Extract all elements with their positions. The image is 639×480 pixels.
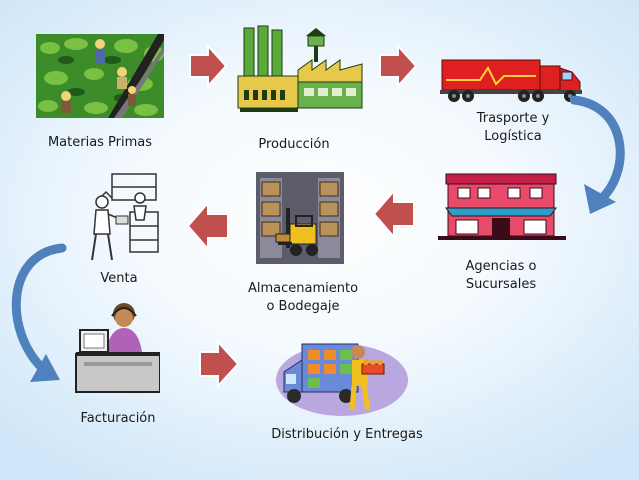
arrow-right-3 xyxy=(199,340,240,388)
cashier-computer-icon xyxy=(75,303,160,393)
storefront-icon xyxy=(438,173,566,240)
farm-workers-icon xyxy=(36,34,164,118)
arrow-left-1 xyxy=(372,188,415,240)
curved-arrow-right xyxy=(570,95,625,214)
label-produccion: Producción xyxy=(258,137,330,152)
label-almacenamiento: Almacenamiento o Bodegaje xyxy=(238,280,368,316)
label-venta: Venta xyxy=(100,271,138,286)
label-agencias-line2: Sucursales xyxy=(465,277,537,292)
label-agencias-line1: Agencias o xyxy=(465,259,537,274)
label-distribucion: Distribución y Entregas xyxy=(271,427,423,442)
label-materias-primas: Materias Primas xyxy=(47,135,153,150)
arrow-left-2 xyxy=(186,200,229,252)
label-transporte: Trasporte y Logística xyxy=(448,110,578,146)
delivery-van-icon xyxy=(276,343,408,416)
salesperson-icon xyxy=(91,173,159,261)
label-agencias: Agencias o Sucursales xyxy=(446,258,556,294)
label-almacenamiento-line1: Almacenamiento xyxy=(247,281,359,296)
label-transporte-line1: Trasporte y xyxy=(476,111,550,126)
label-facturacion: Facturación xyxy=(80,411,156,426)
factory-icon xyxy=(237,25,363,112)
curved-arrow-left xyxy=(11,243,67,382)
warehouse-forklift-icon xyxy=(256,172,344,264)
label-transporte-line2: Logística xyxy=(484,129,542,144)
arrow-right-2 xyxy=(379,44,418,88)
truck-icon xyxy=(440,59,582,102)
label-almacenamiento-line2: o Bodegaje xyxy=(266,299,340,314)
arrow-right-1 xyxy=(189,44,228,88)
